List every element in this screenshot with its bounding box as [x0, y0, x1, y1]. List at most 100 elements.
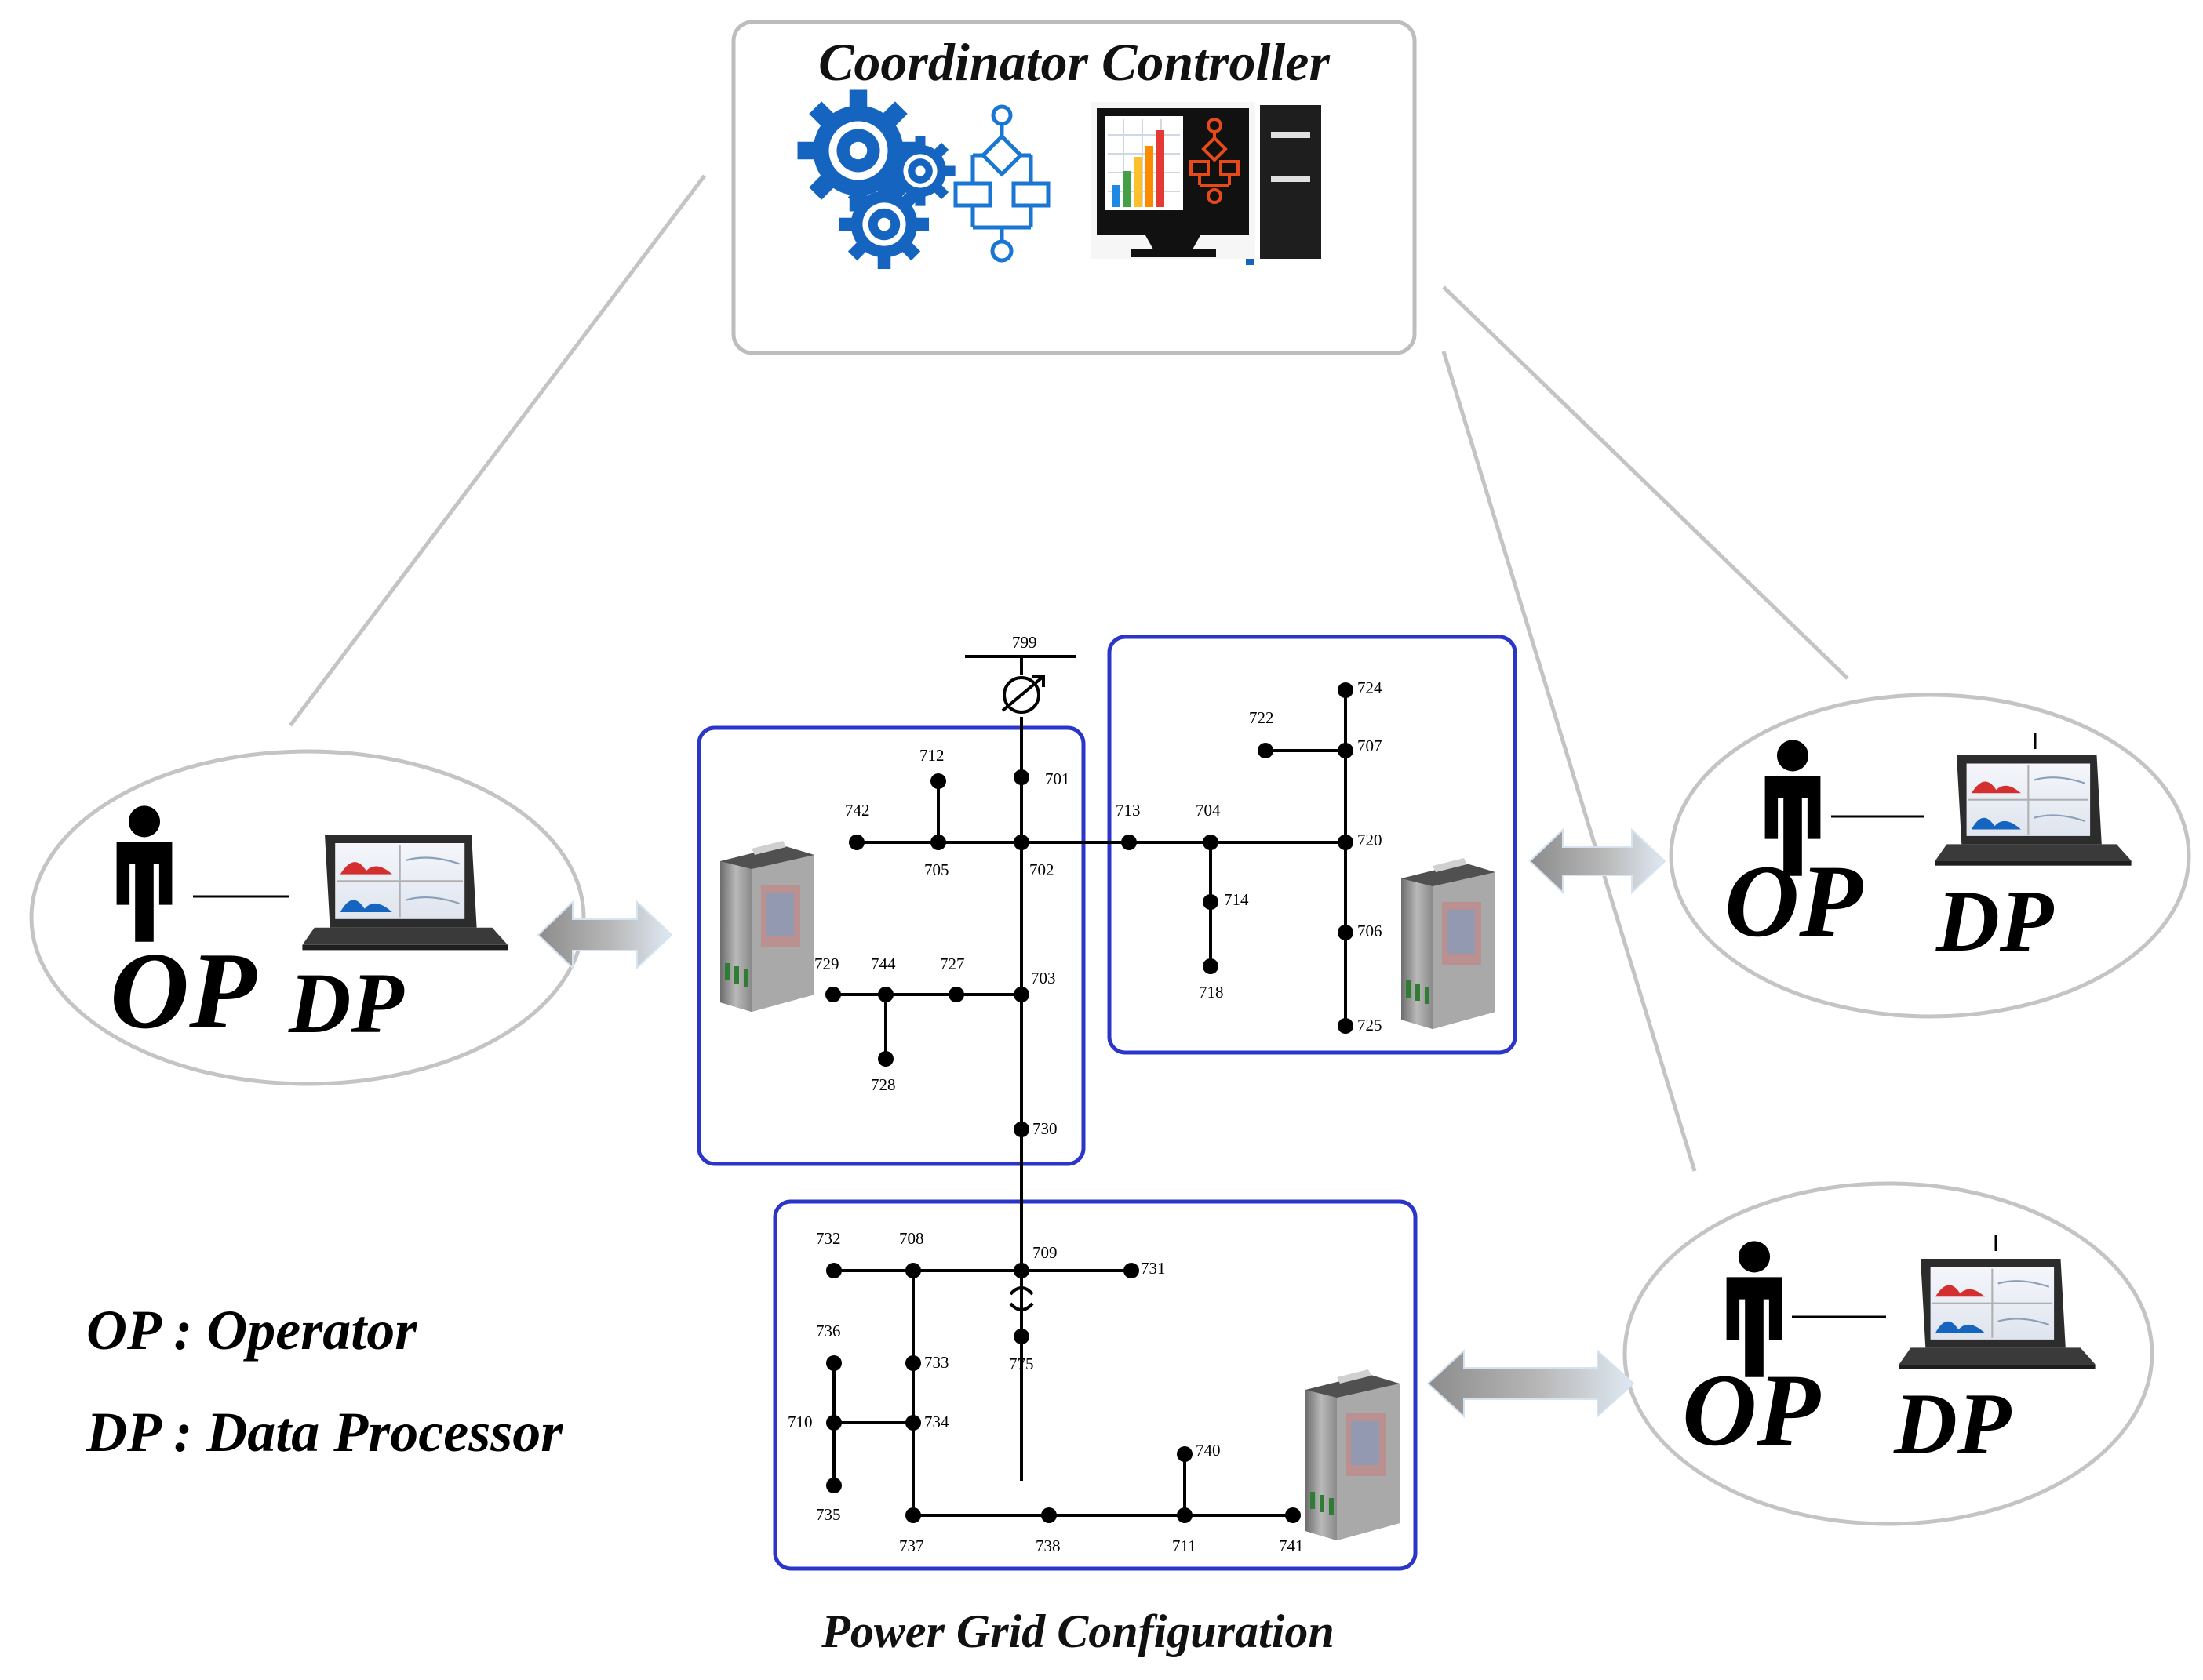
station-left: OP DP — [29, 749, 586, 1086]
node-714 — [1203, 894, 1218, 910]
left-double-arrow-icon — [537, 900, 673, 970]
right-lower-double-arrow-icon — [1426, 1348, 1635, 1419]
node-label-740: 740 — [1196, 1441, 1221, 1460]
station-dp-label: DP — [288, 955, 404, 1051]
station-op-label: OP — [1724, 843, 1863, 958]
node-label-799: 799 — [1012, 633, 1037, 652]
node-720 — [1338, 835, 1353, 850]
node-711 — [1177, 1507, 1193, 1523]
node-730 — [1014, 1122, 1029, 1137]
node-label-722: 722 — [1249, 708, 1274, 727]
node-label-724: 724 — [1357, 678, 1382, 697]
bidirectional-arrows — [537, 827, 1666, 1419]
node-744 — [878, 987, 894, 1002]
node-label-710: 710 — [788, 1413, 813, 1431]
node-label-725: 725 — [1357, 1016, 1382, 1035]
node-705 — [930, 835, 946, 850]
coordinator-controller: Coordinator Controller — [731, 20, 1417, 355]
node-728 — [878, 1051, 894, 1067]
node-701 — [1014, 769, 1029, 785]
node-label-711: 711 — [1172, 1536, 1196, 1555]
flowchart-icon — [953, 104, 1051, 263]
coordinator-title: Coordinator Controller — [818, 32, 1330, 92]
substation-regulator-icon — [1001, 675, 1045, 714]
node-735 — [826, 1478, 842, 1493]
legend-op: OP : Operator — [86, 1299, 417, 1362]
monitor-icon — [1091, 102, 1321, 265]
node-label-706: 706 — [1357, 922, 1382, 940]
grid-caption: Power Grid Configuration — [821, 1605, 1334, 1657]
station-dp-label: DP — [1935, 873, 2055, 970]
node-label-704: 704 — [1196, 801, 1221, 820]
node-712 — [930, 773, 946, 789]
node-label-708: 708 — [899, 1229, 924, 1248]
node-label-709: 709 — [1032, 1243, 1058, 1262]
node-724 — [1338, 682, 1353, 698]
node-727 — [949, 987, 964, 1002]
node-label-705: 705 — [924, 860, 949, 879]
station-dp-label: DP — [1893, 1376, 2012, 1473]
node-710 — [826, 1415, 842, 1431]
node-label-735: 735 — [816, 1505, 841, 1524]
zone-1 — [697, 725, 1086, 1166]
link-right-upper-station — [1442, 285, 1849, 680]
node-label-741: 741 — [1279, 1536, 1304, 1555]
link-right-lower-station — [1441, 351, 1697, 1172]
node-741 — [1285, 1507, 1301, 1523]
node-label-775: 775 — [1009, 1355, 1034, 1373]
grid-zones — [697, 635, 1517, 1571]
node-label-713: 713 — [1116, 801, 1141, 820]
node-label-729: 729 — [814, 955, 839, 973]
node-725 — [1338, 1018, 1353, 1034]
node-713 — [1121, 835, 1137, 850]
node-label-732: 732 — [816, 1229, 841, 1248]
node-718 — [1203, 958, 1218, 974]
controller-device-icon — [1401, 858, 1495, 1029]
node-708 — [905, 1263, 921, 1278]
node-703 — [1014, 987, 1029, 1002]
node-707 — [1338, 743, 1353, 758]
zone-3 — [773, 1199, 1418, 1571]
node-733 — [905, 1355, 921, 1371]
controller-device-icon — [1305, 1369, 1400, 1540]
node-742 — [849, 835, 865, 850]
node-706 — [1338, 925, 1353, 940]
node-731 — [1123, 1263, 1139, 1278]
node-label-703: 703 — [1031, 969, 1056, 987]
node-label-718: 718 — [1199, 983, 1224, 1002]
node-label-737: 737 — [899, 1536, 924, 1555]
node-label-701: 701 — [1045, 769, 1070, 788]
node-label-714: 714 — [1224, 890, 1249, 909]
right-upper-double-arrow-icon — [1528, 827, 1666, 895]
node-736 — [826, 1355, 842, 1371]
node-label-744: 744 — [871, 955, 896, 973]
node-label-742: 742 — [845, 801, 870, 820]
node-740 — [1177, 1446, 1193, 1462]
transformer-icon — [1009, 1286, 1034, 1311]
node-label-728: 728 — [871, 1075, 896, 1094]
node-738 — [1041, 1507, 1057, 1523]
node-704 — [1203, 835, 1218, 850]
node-702 — [1014, 835, 1029, 850]
legend: OP : Operator DP : Data Processor — [86, 1299, 563, 1464]
node-label-733: 733 — [924, 1353, 949, 1372]
node-label-712: 712 — [919, 746, 945, 765]
node-label-738: 738 — [1036, 1536, 1061, 1555]
station-op-label: OP — [110, 930, 257, 1052]
node-775 — [1014, 1329, 1029, 1344]
node-732 — [826, 1263, 842, 1278]
node-label-734: 734 — [924, 1413, 949, 1431]
node-734 — [905, 1415, 921, 1431]
legend-dp: DP : Data Processor — [86, 1401, 563, 1464]
node-722 — [1258, 743, 1273, 758]
station-right-upper: OP DP — [1669, 693, 2191, 1019]
zone-2 — [1107, 635, 1517, 1055]
node-729 — [825, 987, 841, 1002]
node-label-731: 731 — [1141, 1259, 1166, 1278]
grid-nodes — [825, 682, 1353, 1523]
link-left-station — [289, 174, 706, 727]
node-label-727: 727 — [940, 955, 965, 973]
station-op-label: OP — [1682, 1352, 1821, 1467]
node-709 — [1014, 1263, 1029, 1278]
node-label-730: 730 — [1032, 1119, 1058, 1138]
